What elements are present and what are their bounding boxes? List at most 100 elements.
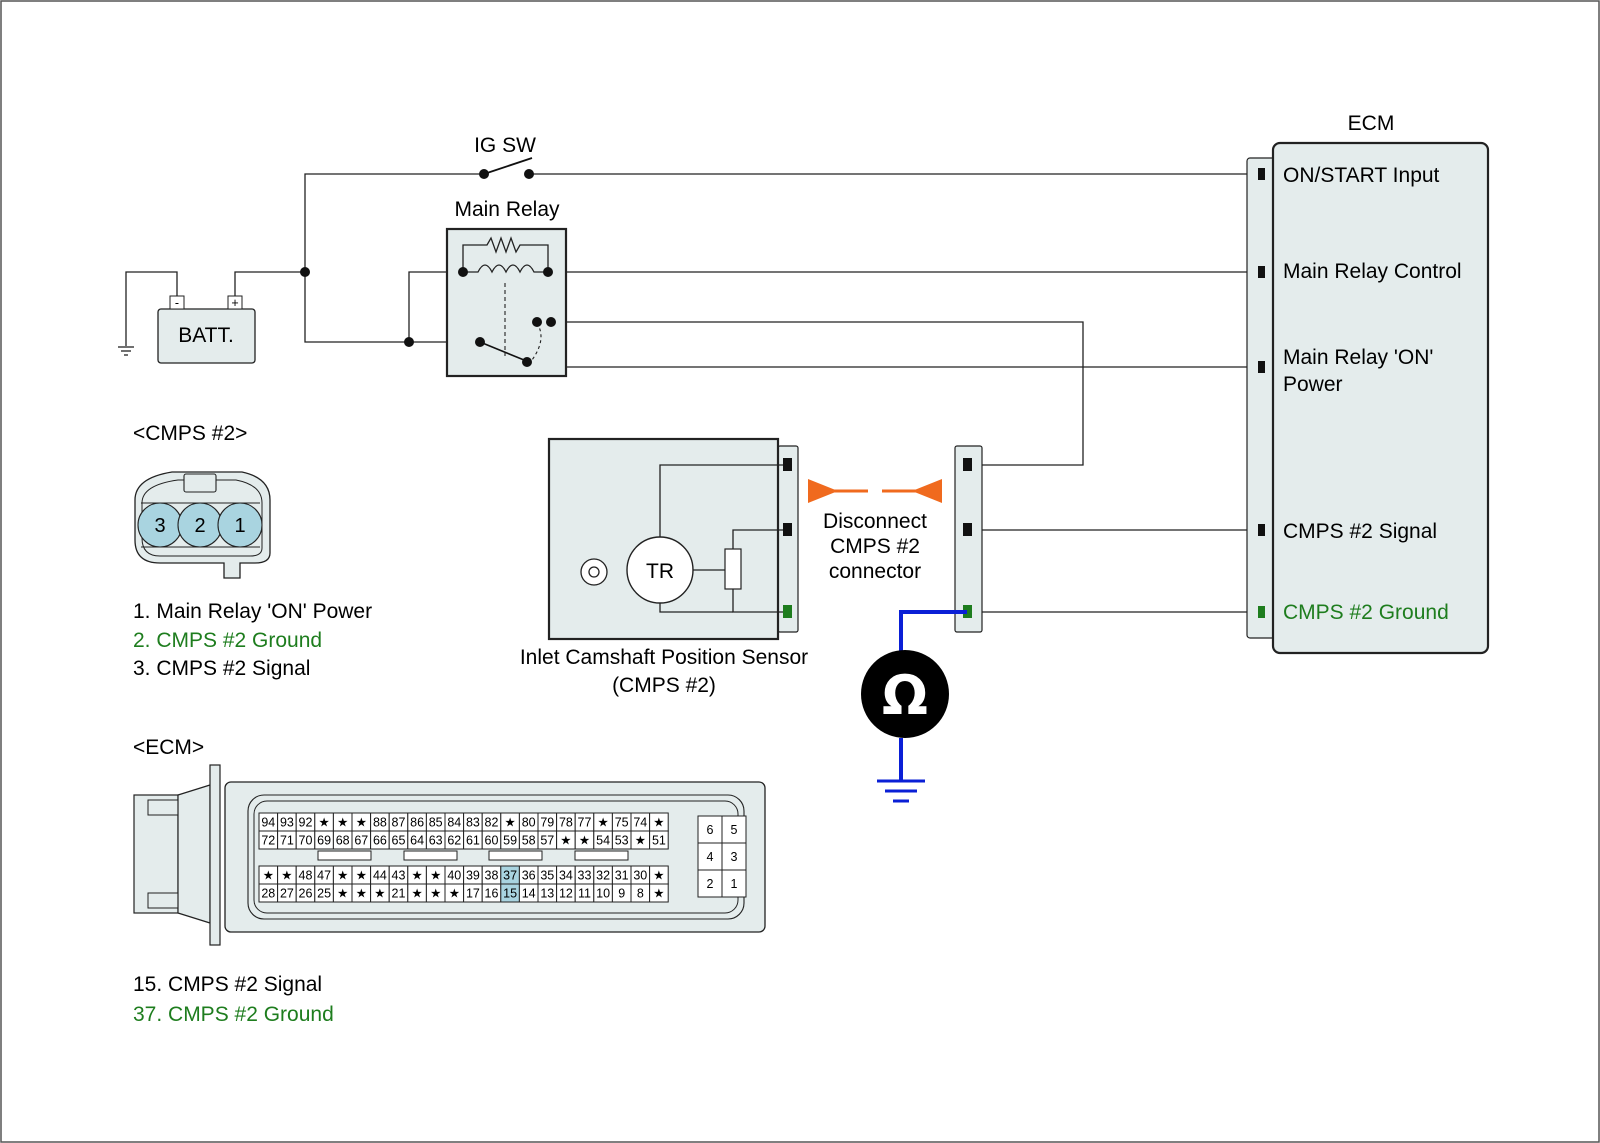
ecm-title: ECM <box>1348 112 1395 135</box>
ecm-pin-cell-label: 87 <box>392 816 406 830</box>
ecm-terminal-relay-on-power: Power <box>1283 373 1343 396</box>
ecm-pin-cell-label: ★ <box>337 887 348 901</box>
battery: - + BATT. <box>157 295 256 364</box>
cmps-pin-label-1: 1 <box>234 515 245 537</box>
ecm-pin-cell-label: 83 <box>466 816 480 830</box>
battery-label: BATT. <box>178 324 234 347</box>
ecm-small-pin-cell <box>721 869 747 898</box>
ecm-pin-cell-label: ★ <box>337 869 348 883</box>
ecm-small-pin-cell-label: 5 <box>731 823 738 837</box>
disconnect-arrows: Disconnect CMPS #2 connector <box>808 479 942 583</box>
ecm-pin-cell-label: 10 <box>596 887 610 901</box>
ecm-pin-cell-label: 26 <box>299 887 313 901</box>
ecm-pin-cell-label: 51 <box>652 834 666 848</box>
ecm-pin-cell-label: 21 <box>392 887 406 901</box>
ecm-pin-cell-label: 58 <box>522 834 536 848</box>
cmps-legend-3: 3. CMPS #2 Signal <box>133 657 310 680</box>
ecm-pin-cell-label: 27 <box>280 887 294 901</box>
ecm-pin-cell-label: 74 <box>633 816 647 830</box>
ignition-switch: IG SW <box>474 134 536 179</box>
ecm-pin-cell-label: ★ <box>374 887 385 901</box>
cmps-pin-label-3: 3 <box>154 515 165 537</box>
ecm-pin-cell-label: 12 <box>559 887 573 901</box>
ecm-pin-cell-label: 54 <box>596 834 610 848</box>
sensor-caption-1: Inlet Camshaft Position Sensor <box>520 646 808 669</box>
ecm-pin-cell-label: 65 <box>392 834 406 848</box>
connector-key-tab <box>488 850 543 861</box>
ecm-pin-cell-label: 93 <box>280 816 294 830</box>
cmps-legend-1: 1. Main Relay 'ON' Power <box>133 600 372 623</box>
ecm-connector-title: <ECM> <box>133 736 204 759</box>
ecm-small-pin-cell-label: 4 <box>707 850 714 864</box>
ecm-pin-cell-label: 17 <box>466 887 480 901</box>
ecm-pin-cell-label: 57 <box>540 834 554 848</box>
ecm-pin-cell-label: ★ <box>579 834 590 848</box>
ohmmeter-icon <box>861 650 949 738</box>
ecm-legend-2: 37. CMPS #2 Ground <box>133 1003 334 1026</box>
ecm-terminal-relay-on: Main Relay 'ON' <box>1283 346 1433 369</box>
ecm-pin-cell-label: ★ <box>356 887 367 901</box>
ecm-pin-cell-label: 84 <box>447 816 461 830</box>
ecm-pin-cell-label: ★ <box>653 816 664 830</box>
ecm-pin-cell-label: 77 <box>578 816 592 830</box>
ecm-small-pin-cell-label: 6 <box>707 823 714 837</box>
ecm-pin-cell-label: 80 <box>522 816 536 830</box>
ecm-pin-cell-label: ★ <box>653 887 664 901</box>
battery-neg-label: - <box>175 296 179 310</box>
cmps-connector-detail: <CMPS #2> 3 2 1 1. Main Relay 'ON' Power… <box>133 422 372 680</box>
ecm-small-pin-cell <box>721 815 747 844</box>
ecm-pin-cell-label: 79 <box>540 816 554 830</box>
ecm-pin-cell-label: 92 <box>299 816 313 830</box>
ecm-pin-cell-label: ★ <box>318 816 329 830</box>
disconnect-line-2: CMPS #2 <box>830 535 920 558</box>
ecm-pin-cell-label: 14 <box>522 887 536 901</box>
ohm-symbol: Ω <box>882 664 928 727</box>
ecm-pin-cell-label: ★ <box>504 816 515 830</box>
ecm-terminal-relay-control: Main Relay Control <box>1283 260 1462 283</box>
ecm-pin-cell-label: 60 <box>485 834 499 848</box>
ecm-pin-cell-label: ★ <box>411 869 422 883</box>
connector-key-tab <box>403 850 458 861</box>
ecm-terminal-on-start: ON/START Input <box>1283 164 1440 187</box>
ecm-pin-cell-label: ★ <box>281 869 292 883</box>
ecm-pin-cell-label: 64 <box>410 834 424 848</box>
ecm-pin-cell-label: 53 <box>615 834 629 848</box>
ecm-pin-cell-label: 11 <box>578 887 591 901</box>
ecm-pin-cell-label: 66 <box>373 834 387 848</box>
relay-label: Main Relay <box>454 198 560 221</box>
ecm-pin-cell-label: 75 <box>615 816 629 830</box>
ecm-pin-cell-label: 31 <box>615 869 629 883</box>
ecm-pin-cell-label: ★ <box>337 816 348 830</box>
ecm-pin-cell-label: ★ <box>560 834 571 848</box>
ecm-pin-cell-label: 69 <box>317 834 331 848</box>
ecm-pin-cell-label: ★ <box>263 869 274 883</box>
ecm-pin-cell-label: 94 <box>261 816 275 830</box>
ecm-small-pin-cell <box>697 869 723 898</box>
cmps-pin-label-2: 2 <box>194 515 205 537</box>
ecm-pin-cell-label: 67 <box>354 834 368 848</box>
cmps-legend-2: 2. CMPS #2 Ground <box>133 629 322 652</box>
ecm-pin-cell-label: 16 <box>485 887 499 901</box>
ecm-pin-cell-label: 39 <box>466 869 480 883</box>
ecm-pin-cell-label: 15 <box>503 887 517 901</box>
ecm-pin-cell-label: 38 <box>485 869 499 883</box>
ecm-small-pin-cell-label: 2 <box>707 877 714 891</box>
sensor-caption-2: (CMPS #2) <box>612 674 716 697</box>
battery-pos-label: + <box>231 296 238 310</box>
ecm-pin-cell-label: ★ <box>449 887 460 901</box>
ecm-pin-cell-label: 35 <box>540 869 554 883</box>
ecm-pin-cell-label: 43 <box>392 869 406 883</box>
ecm-pin-cell-label: 32 <box>596 869 610 883</box>
ecm-pin-cell-label: 59 <box>503 834 517 848</box>
ecm-pin-cell-label: 48 <box>299 869 313 883</box>
ecm-pin-cell-label: ★ <box>430 887 441 901</box>
ohmmeter: Ω <box>861 610 967 803</box>
ecm-pin-cell-label: 61 <box>466 834 480 848</box>
ecm-pin-cell-label: 72 <box>261 834 275 848</box>
ecm-pin-cell <box>649 883 669 903</box>
switch-label: IG SW <box>474 134 536 157</box>
main-relay: Main Relay <box>445 198 568 378</box>
wiring <box>118 173 1258 613</box>
ecm-pin-cell-label: 85 <box>429 816 443 830</box>
